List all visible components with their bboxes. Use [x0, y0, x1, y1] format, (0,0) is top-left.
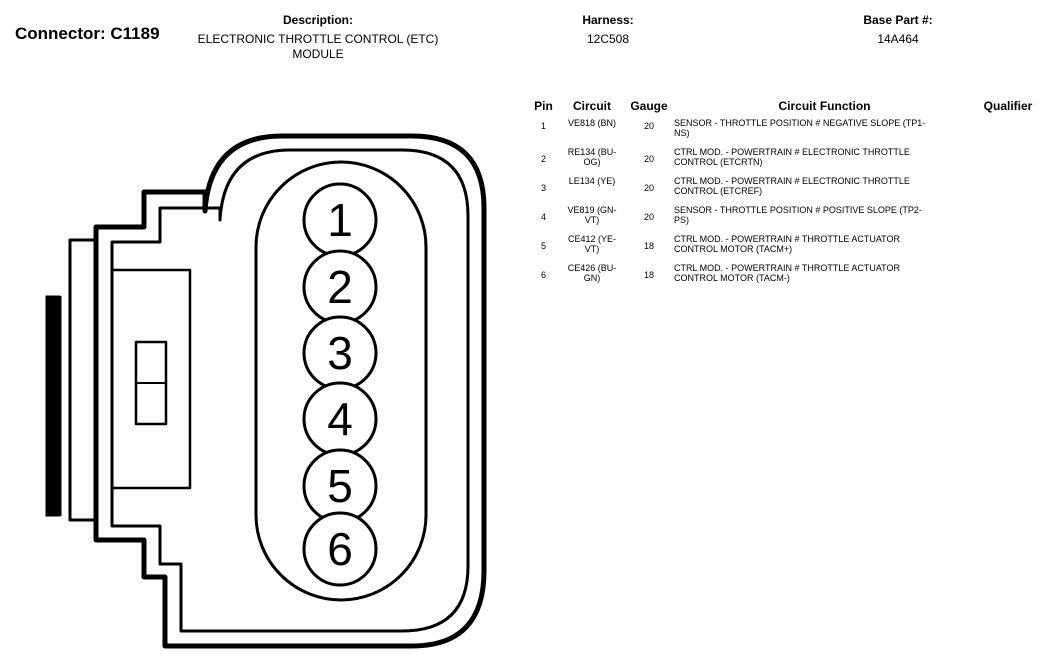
pin-number-6: 6 — [327, 523, 353, 575]
cell-qualifier — [978, 263, 1038, 292]
table-row: 5 CE412 (YE-VT) 18 CTRL MOD. - POWERTRAI… — [530, 234, 1038, 263]
description-line-1: ELECTRONIC THROTTLE CONTROL (ETC) — [197, 32, 439, 46]
table-row: 3 LE134 (YE) 20 CTRL MOD. - POWERTRAIN #… — [530, 176, 1038, 205]
base-part-block: Base Part #: 14A464 — [838, 12, 958, 47]
cell-function-line-1: SENSOR - THROTTLE POSITION # NEGATIVE SL… — [674, 118, 926, 128]
cell-circuit: CE426 (BU-GN) — [557, 263, 627, 292]
cell-function-line-2: CONTROL (ETCRTN) — [674, 157, 763, 167]
harness-value: 12C508 — [586, 32, 630, 46]
connector-face-diagram: 1 2 3 4 5 6 — [45, 133, 487, 649]
cell-qualifier — [978, 147, 1038, 176]
cell-pin: 1 — [540, 121, 546, 131]
cell-function-line-1: CTRL MOD. - POWERTRAIN # ELECTRONIC THRO… — [674, 176, 910, 186]
cell-pin: 3 — [540, 183, 546, 193]
cell-pin: 6 — [540, 270, 546, 280]
table-row: 2 RE134 (BU-OG) 20 CTRL MOD. - POWERTRAI… — [530, 147, 1038, 176]
cell-function-line-2: CONTROL MOTOR (TACM+) — [674, 244, 793, 254]
cell-circuit-function: CTRL MOD. - POWERTRAIN # ELECTRONIC THRO… — [671, 147, 978, 176]
cell-circuit: LE134 (YE) — [557, 176, 627, 205]
cell-gauge: 18 — [643, 270, 654, 280]
cell-circuit-function: CTRL MOD. - POWERTRAIN # ELECTRONIC THRO… — [671, 176, 978, 205]
cell-pin: 5 — [540, 241, 546, 251]
pin-circles — [302, 182, 378, 587]
cell-circuit-line-1: CE426 (BU- — [567, 263, 617, 273]
description-line-2: MODULE — [292, 47, 344, 61]
col-header-qualifier: Qualifier — [983, 99, 1033, 113]
cell-circuit-function: CTRL MOD. - POWERTRAIN # THROTTLE ACTUAT… — [671, 263, 978, 292]
cell-pin: 4 — [540, 212, 546, 222]
cell-circuit-function: SENSOR - THROTTLE POSITION # POSITIVE SL… — [671, 205, 978, 234]
cell-gauge: 20 — [643, 183, 654, 193]
cell-circuit: VE819 (GN-VT) — [557, 205, 627, 234]
pin-number-4: 4 — [327, 393, 353, 445]
latch-tab — [112, 268, 192, 490]
cell-function-line-2: CONTROL MOTOR (TACM-) — [674, 273, 790, 283]
housing-inner-outline — [110, 148, 470, 633]
base-part-value: 14A464 — [877, 32, 919, 46]
cell-circuit: RE134 (BU-OG) — [557, 147, 627, 176]
cell-gauge: 20 — [643, 121, 654, 131]
table-row: 6 CE426 (BU-GN) 18 CTRL MOD. - POWERTRAI… — [530, 263, 1038, 292]
cell-function-line-2: PS) — [674, 215, 690, 225]
table-row: 1 VE818 (BN) 20 SENSOR - THROTTLE POSITI… — [530, 113, 1038, 147]
cell-qualifier — [978, 205, 1038, 234]
cell-pin: 2 — [540, 154, 546, 164]
cell-function-line-1: CTRL MOD. - POWERTRAIN # THROTTLE ACTUAT… — [674, 234, 901, 244]
description-title: Description: — [282, 13, 353, 27]
pin-circle-6 — [302, 511, 378, 587]
cell-qualifier — [978, 113, 1038, 147]
base-part-title: Base Part #: — [863, 13, 933, 27]
cell-circuit: CE412 (YE-VT) — [557, 234, 627, 263]
pin-number-3: 3 — [327, 327, 353, 379]
cell-function-line-1: SENSOR - THROTTLE POSITION # POSITIVE SL… — [674, 205, 922, 215]
pin-cavity-outline — [254, 160, 428, 602]
harness-block: Harness: 12C508 — [548, 12, 668, 47]
cell-circuit: VE818 (BN) — [557, 113, 627, 147]
cell-gauge: 18 — [643, 241, 654, 251]
connector-label: Connector: C1189 — [15, 24, 160, 43]
cell-circuit-line-2: VT) — [584, 244, 600, 254]
col-header-pin: Pin — [534, 99, 553, 113]
cell-circuit-line-1: RE134 (BU- — [567, 147, 617, 157]
pin-number-5: 5 — [327, 460, 353, 512]
cell-function-line-2: CONTROL (ETCREF) — [674, 186, 763, 196]
cell-circuit-line-1: CE412 (YE- — [567, 234, 617, 244]
col-header-circuit-function: Circuit Function — [778, 99, 871, 113]
table-row: 4 VE819 (GN-VT) 20 SENSOR - THROTTLE POS… — [530, 205, 1038, 234]
col-header-gauge: Gauge — [630, 99, 668, 113]
cell-circuit-line-2: GN) — [583, 273, 601, 283]
cell-circuit-function: CTRL MOD. - POWERTRAIN # THROTTLE ACTUAT… — [671, 234, 978, 263]
latch-bar — [45, 295, 61, 517]
harness-title: Harness: — [582, 13, 634, 27]
col-header-circuit: Circuit — [572, 99, 611, 113]
pin-table: Pin Circuit Gauge Circuit Function Quali… — [530, 97, 1038, 292]
pin-number-1: 1 — [327, 194, 353, 246]
cell-function-line-1: CTRL MOD. - POWERTRAIN # ELECTRONIC THRO… — [674, 147, 910, 157]
cell-function-line-2: NS) — [674, 128, 690, 138]
cell-circuit-line-1: LE134 (YE) — [568, 176, 616, 186]
cell-circuit-line-2: OG) — [583, 157, 601, 167]
cell-circuit-line-2: VT) — [584, 215, 600, 225]
cell-qualifier — [978, 234, 1038, 263]
pin-table-header: Pin Circuit Gauge Circuit Function Quali… — [530, 97, 1038, 113]
cell-circuit-line-1: VE819 (GN- — [567, 205, 617, 215]
cell-function-line-1: CTRL MOD. - POWERTRAIN # THROTTLE ACTUAT… — [674, 263, 901, 273]
cell-circuit-function: SENSOR - THROTTLE POSITION # NEGATIVE SL… — [671, 113, 978, 147]
description-block: Description: ELECTRONIC THROTTLE CONTROL… — [178, 12, 458, 62]
housing-outer-outline — [93, 133, 487, 649]
cell-gauge: 20 — [643, 154, 654, 164]
cell-circuit-line-1: VE818 (BN) — [567, 118, 617, 128]
pin-number-2: 2 — [327, 261, 353, 313]
latch-outline — [68, 238, 96, 522]
cell-gauge: 20 — [643, 212, 654, 222]
cell-qualifier — [978, 176, 1038, 205]
